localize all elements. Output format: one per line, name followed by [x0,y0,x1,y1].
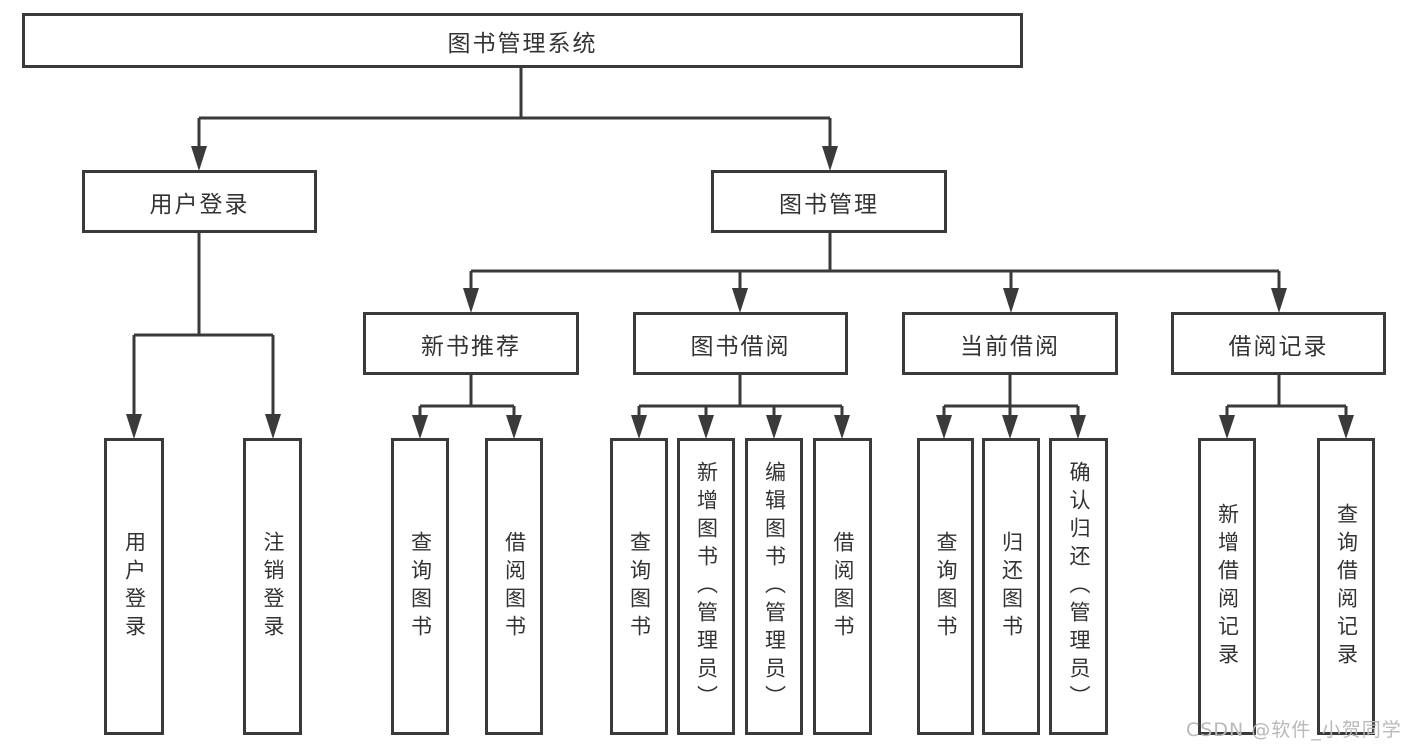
node-return-book: 归还图书 [982,438,1040,735]
node-borrow-books-recommend: 借阅图书 [485,438,543,735]
node-label: 归还图书 [999,530,1024,643]
node-label: 新增图书（管理员） [694,460,719,713]
node-borrowing-records: 借阅记录 [1171,312,1386,375]
node-book-borrowing: 图书借阅 [633,312,848,375]
node-label: 查询图书 [627,530,652,643]
node-query-books-recommend: 查询图书 [391,438,449,735]
node-current-borrowing: 当前借阅 [902,312,1118,375]
csdn-watermark: CSDN @软件_小贺同学 [1186,719,1402,741]
node-query-borrow-record: 查询借阅记录 [1317,438,1375,735]
node-label: 编辑图书（管理员） [762,460,787,713]
node-label: 用户登录 [122,530,147,643]
node-label: 借阅图书 [831,530,855,643]
node-library-management-system: 图书管理系统 [22,13,1023,68]
node-label: 新书推荐 [421,333,521,360]
node-user-login-leaf: 用户登录 [104,438,164,735]
node-label: 查询借阅记录 [1334,502,1359,671]
node-book-management: 图书管理 [711,170,947,233]
node-label: 查询图书 [934,530,958,643]
arrowheads [126,146,1354,439]
node-user-login: 用户登录 [82,170,317,233]
node-label: 借阅记录 [1228,333,1329,360]
node-label: 图书管理系统 [447,30,598,57]
node-add-book-admin: 新增图书（管理员） [677,438,735,735]
node-label: 借阅图书 [502,530,527,643]
node-borrow-books-leaf: 借阅图书 [813,438,872,735]
node-edit-book-admin: 编辑图书（管理员） [745,438,803,735]
node-add-borrow-record: 新增借阅记录 [1198,438,1256,735]
node-label: 图书管理 [779,191,879,218]
node-label: 确认归还（管理员） [1067,460,1091,713]
node-label: 用户登录 [149,191,250,218]
node-logout: 注销登录 [243,438,302,735]
node-label: 注销登录 [261,530,285,643]
node-label: 新增借阅记录 [1215,502,1240,671]
node-label: 图书借阅 [690,333,791,360]
node-confirm-return-admin: 确认归还（管理员） [1049,438,1108,735]
node-query-books-borrowing: 查询图书 [610,438,668,735]
node-new-book-recommendation: 新书推荐 [363,312,579,375]
node-query-books-current: 查询图书 [917,438,974,735]
node-label: 查询图书 [408,530,433,643]
node-label: 当前借阅 [960,333,1060,360]
